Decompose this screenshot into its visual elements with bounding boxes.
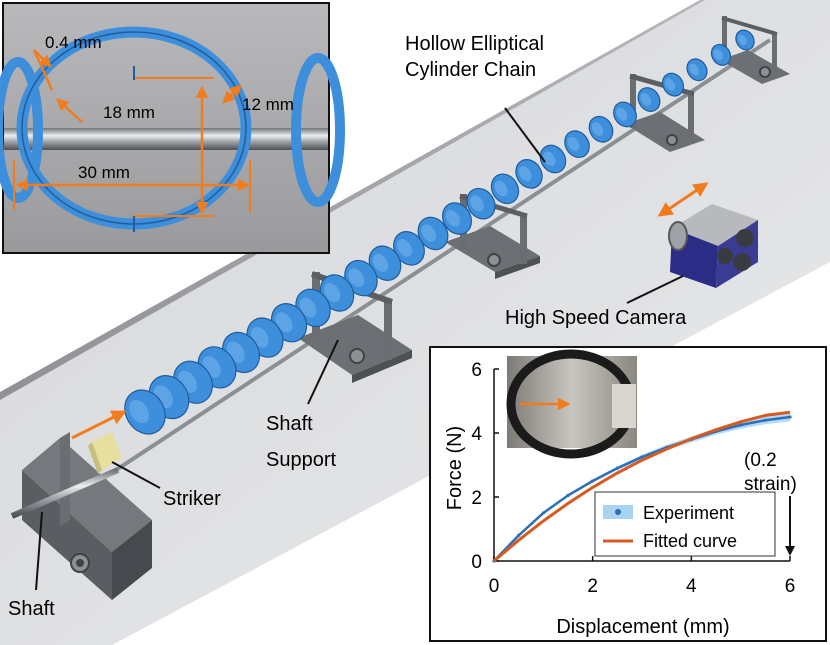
chain-cylinder [515,159,543,189]
x-tick-label: 4 [686,576,697,597]
experiment-point [763,418,767,422]
legend-experiment-dot [615,509,621,515]
high-speed-camera [668,204,758,288]
experiment-point [591,479,595,483]
chain-cylinder [613,101,637,128]
thickness-label: 0.4 mm [45,33,102,52]
shaft-leader-line [35,511,43,591]
chain-cylinder [588,115,614,143]
chain-cylinder [686,58,708,82]
chain-cylinder [441,202,473,235]
chain-label-line2: Cylinder Chain [405,59,536,81]
striker-direction-arrow [71,410,127,440]
experiment-point [517,533,521,538]
x-tick-label: 6 [785,576,796,597]
height-label: 18 mm [103,103,155,122]
x-axis-label: Displacement (mm) [556,616,729,638]
striker-label: Striker [163,488,221,510]
chain-cylinder [490,173,520,205]
force-displacement-chart: 0 2 4 6 0 2 4 6 (0.2 strain) Experiment Fitted … [429,346,827,642]
shaft-base [10,432,152,600]
chain-cylinder [466,187,496,220]
annotation-line2: strain) [744,474,797,495]
test-photo [506,349,637,459]
chain-cylinder [637,87,661,112]
experiment-point [615,466,619,470]
camera-label: High Speed Camera [505,307,687,329]
depth-label: 12 mm [242,95,294,114]
chain-cylinder [539,144,567,174]
chain-cylinder [710,43,732,66]
legend-experiment-label: Experiment [643,503,734,523]
chain-label-line1: Hollow Elliptical [405,33,544,55]
chain-cylinder [564,130,590,159]
chain-cylinder [368,245,402,281]
experiment-point [566,493,570,497]
chain-leader-line [504,107,546,163]
camera-leader-line [626,275,684,304]
camera-motion-arrow [657,182,709,217]
striker-leader-line [111,461,161,489]
y-tick-label: 4 [471,424,482,445]
y-tick-label: 6 [471,360,482,381]
width-label: 30 mm [78,163,130,182]
fitted-curve-line [493,410,791,563]
annotation-line1: (0.2 [744,450,777,471]
experiment-point [788,415,792,419]
shaft-support-label-line2: Support [266,449,336,471]
chain-cylinder [661,72,685,97]
shaft-support-label-line1: Shaft [266,413,313,435]
chart-legend: Experiment Fitted curve [594,491,776,557]
x-tick-label: 0 [489,576,500,597]
chain-cylinder [735,29,755,51]
chart-plot-area: 0 2 4 6 0 2 4 6 [471,360,795,597]
chain-cylinder [124,389,166,435]
table-edge [0,0,705,400]
striker [88,432,122,474]
x-tick-label: 2 [587,576,598,597]
chain-cylinder [417,216,449,251]
experiment-point [541,511,545,515]
shaft-support-leader-line [307,339,339,405]
shaft-label: Shaft [8,598,55,620]
shaft-support-back [625,73,705,152]
y-axis-label: Force (N) [444,426,466,510]
experiment-point [640,455,644,459]
y-tick-label: 2 [471,488,482,509]
dimension-inset: 0.4 mm 18 mm 30 mm 12 mm [0,2,345,254]
legend-fitted-label: Fitted curve [643,531,737,551]
elliptical-cylinder-chain [124,29,755,435]
experiment-point [739,423,743,427]
y-tick-label: 0 [471,552,482,573]
shaft-support-far [720,16,790,84]
chain-cylinder [344,259,378,297]
